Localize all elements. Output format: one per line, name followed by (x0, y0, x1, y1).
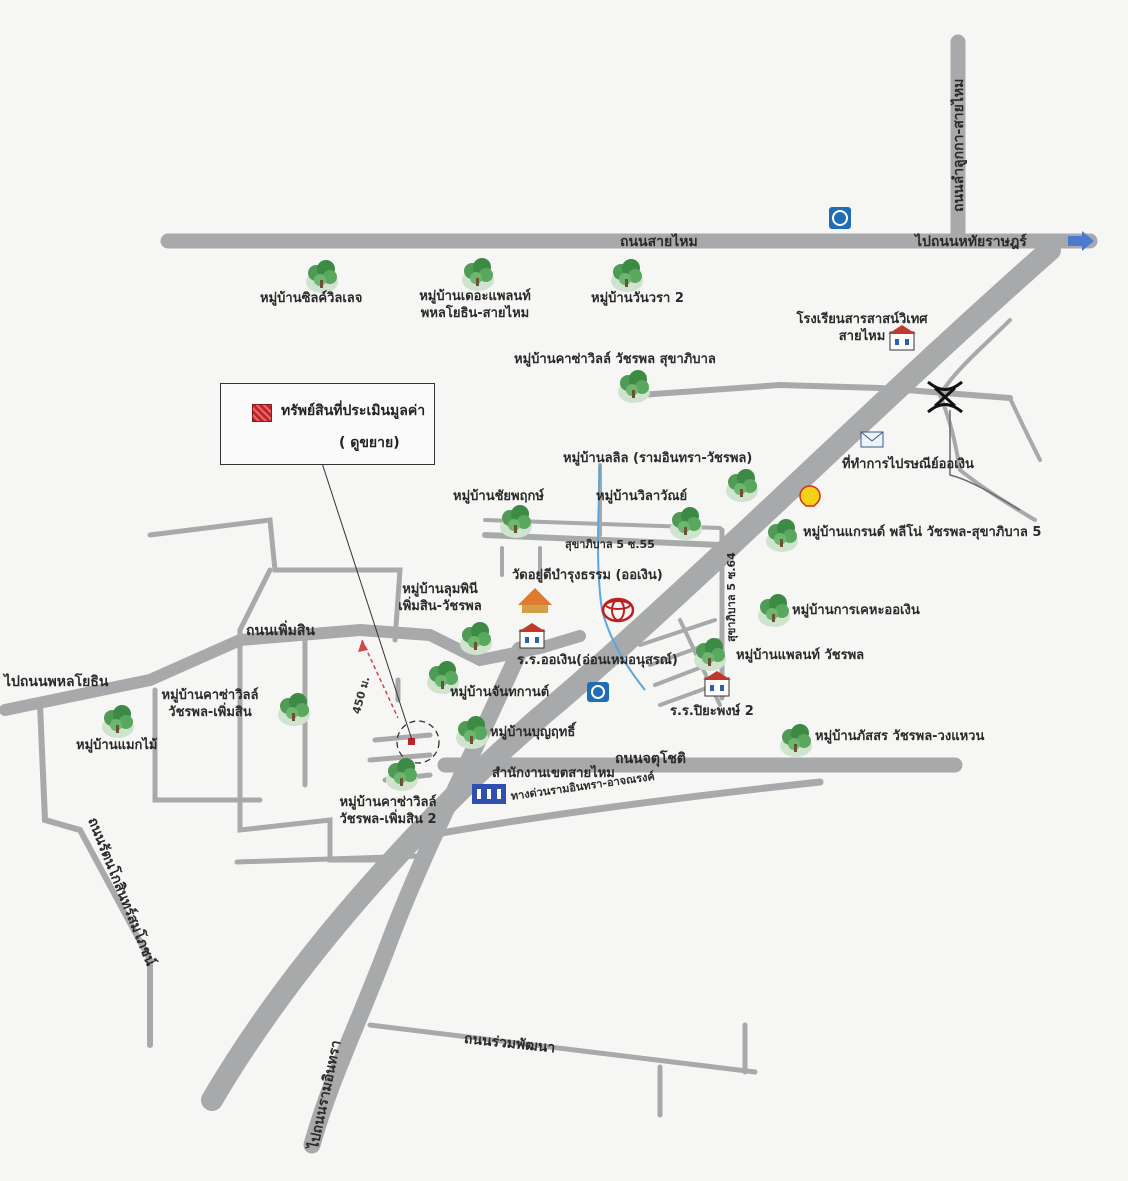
label-piyaphong: ร.ร.ปิยะพงษ์ 2 (670, 704, 754, 719)
label-casa-phoemsin-line2: วัชรพล-เพิ่มสิน (168, 704, 252, 720)
tree-icon (460, 622, 492, 655)
road-expressway (426, 778, 824, 839)
canal (597, 464, 646, 691)
road-local-h (367, 752, 433, 763)
arrow-right-icon (1068, 231, 1094, 251)
legend-swatch (252, 404, 272, 422)
road-local-e (237, 567, 273, 633)
tree-icon (306, 260, 338, 293)
interchange-icon (927, 380, 963, 414)
bank-icon (829, 207, 851, 229)
road-local-b (152, 687, 263, 803)
label-lumpini-line2: เพิ่มสิน-วัชรพล (398, 598, 482, 614)
tree-icon (670, 507, 702, 540)
tree-icon (102, 705, 134, 738)
label-wanwara: หมู่บ้านวันวรา 2 (591, 291, 684, 306)
tree-icon (462, 258, 494, 291)
legend: ทรัพย์สินที่ประเมินมูลค่า ( ดูขยาย) (220, 383, 435, 465)
shell-icon (799, 485, 821, 507)
road-local-d (147, 517, 403, 643)
label-casa-phoemsin: หมู่บ้านคาซ่าวิลล์วัชรพล-เพิ่มสิน (155, 688, 265, 722)
post-icon (860, 431, 884, 448)
tree-icon (766, 519, 798, 552)
label-the-plant: หมู่บ้านเดอะแพลนท์พหลโยธิน-สายไหม (410, 289, 540, 323)
label-road-sai-mai: ถนนสายไหม (620, 234, 698, 250)
label-chaiyaphruek: หมู่บ้านชัยพฤกษ์ (453, 489, 544, 504)
legend-subtitle: ( ดูขยาย) (339, 435, 400, 451)
label-casa-2-line2: วัชรพล-เพิ่มสิน 2 (339, 811, 437, 827)
tree-icon (278, 693, 310, 726)
road-local-g (372, 732, 433, 743)
district-office-icon (472, 784, 506, 804)
label-lalin: หมู่บ้านลลิล (รามอินทรา-วัชรพล) (563, 451, 753, 466)
label-the-plant-line2: พหลโยธิน-สายไหม (420, 305, 530, 321)
road-kanchanaphisek (37, 702, 153, 1048)
school-icon (888, 325, 916, 351)
road-sukhaphiban55 (482, 532, 723, 548)
school-icon (703, 671, 731, 697)
label-school-line2: สายไหม (838, 328, 886, 344)
label-post-office: ที่ทำการไปรษณีย์ออเงิน (842, 457, 974, 472)
label-phatson: หมู่บ้านภัสสร วัชรพล-วงแหวน (815, 729, 985, 744)
label-bunyarik: หมู่บ้านบุญฤทธิ์ (490, 725, 576, 740)
tree-icon (618, 370, 650, 403)
label-lumpini: หมู่บ้านลุมพินีเพิ่มสิน-วัชรพล (390, 582, 490, 616)
label-sukhaphiban-55: สุขาภิบาล 5 ซ.55 (565, 538, 655, 551)
label-chanthakan: หมู่บ้านจันทกานต์ (450, 685, 550, 700)
label-casa-phoemsin-line1: หมู่บ้านคาซ่าวิลล์ (161, 688, 259, 703)
tree-icon (456, 716, 488, 749)
bank-icon (587, 682, 609, 702)
school-icon (518, 623, 546, 649)
label-the-plant-line1: หมู่บ้านเดอะแพลนท์ (419, 289, 531, 304)
label-road-chatuchot: ถนนจตุโชติ (615, 751, 687, 767)
tree-icon (758, 594, 790, 627)
label-grand-pleno: หมู่บ้านแกรนด์ พลีโน่ วัชรพล-สุขาภิบาล 5 (803, 525, 1042, 540)
label-casa-sukhaphiban: หมู่บ้านคาซ่าวิลล์ วัชรพล สุขาภิบาล (514, 352, 716, 367)
label-casa-2-line1: หมู่บ้านคาซ่าวิลล์ (339, 795, 437, 810)
distance-line (361, 639, 399, 719)
road-local-f (234, 853, 423, 865)
label-district-office: สำนักงานเขตสายไหม (492, 766, 615, 781)
roads (0, 34, 1098, 1154)
legend-title: ทรัพย์สินที่ประเมินมูลค่า (281, 403, 426, 419)
tree-icon (726, 469, 758, 502)
temple-icon (518, 588, 552, 613)
label-to-hathai: ไปถนนหทัยราษฎร์ (915, 234, 1027, 250)
label-silk-village: หมู่บ้านซิลค์วิลเลจ (260, 291, 363, 306)
label-school-ornngoen: ร.ร.ออเงิน(อ่อนเหมอนุสรณ์) (517, 653, 678, 668)
label-wilawan: หมู่บ้านวิลาวัณย์ (596, 489, 688, 504)
label-casa-2: หมู่บ้านคาซ่าวิลล์วัชรพล-เพิ่มสิน 2 (328, 795, 448, 829)
label-sukhaphiban-64: สุขาภิบาล 5 ซ.64 (725, 552, 738, 642)
road-phahon-diagonal (201, 239, 1061, 1111)
toyota-icon (601, 597, 635, 623)
label-to-phahon: ไปถนนพหลโยธิน (4, 674, 109, 690)
road-ram-inthra (303, 641, 529, 1154)
road-casa-sukhaphiban (637, 381, 1013, 401)
label-school-sarasas: โรงเรียนสารสาสน์วิเทศสายไหม (782, 312, 942, 346)
road-ruam-phatthana (367, 1022, 758, 1075)
legend-leader (321, 462, 413, 741)
tree-icon (386, 758, 418, 791)
label-road-lam-luk-ka: ถนนลำลูกกา-สายไหม (951, 78, 967, 212)
label-temple: วัดอยู่ดีบำรุงธรรม (ออเงิน) (512, 568, 663, 583)
label-the-plant-watcharaphon: หมู่บ้านแพลนท์ วัชรพล (736, 648, 865, 663)
label-maekmai: หมู่บ้านแมกไม้ (76, 738, 158, 753)
tree-icon (500, 505, 532, 538)
label-lumpini-line1: หมู่บ้านลุมพินี (402, 582, 478, 597)
tree-icon (780, 724, 812, 757)
tree-icon (611, 259, 643, 292)
label-kaeha: หมู่บ้านการเคหะออเงิน (792, 603, 920, 618)
label-school-line1: โรงเรียนสารสาสน์วิเทศ (796, 312, 928, 327)
label-road-phoem-sin: ถนนเพิ่มสิน (246, 623, 315, 639)
tree-icon (694, 638, 726, 671)
target-icon (396, 720, 440, 764)
